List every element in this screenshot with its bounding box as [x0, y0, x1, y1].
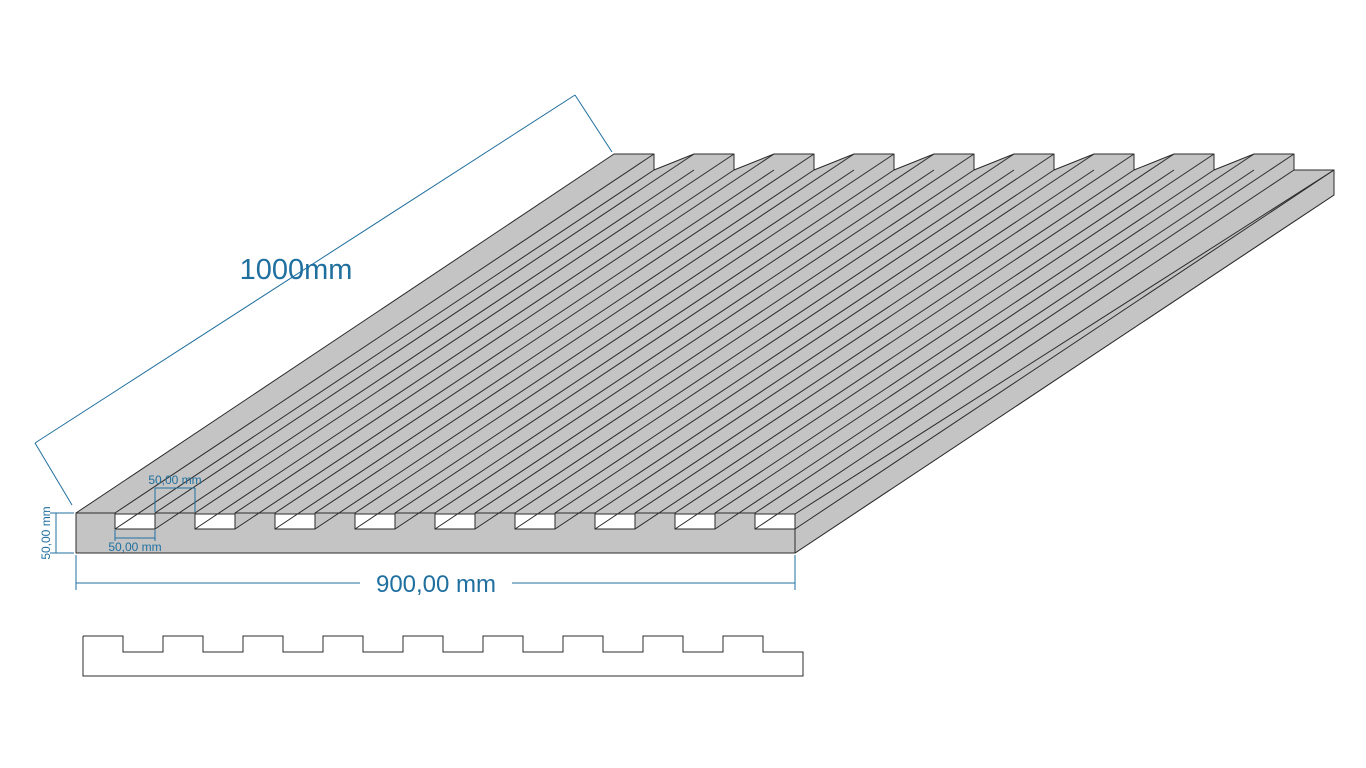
groove-top-dimension — [154, 487, 196, 512]
dimension-annotations — [34, 94, 796, 590]
groove-lines — [114, 153, 1335, 530]
length-dimension — [34, 94, 613, 506]
width-label: 900,00 mm — [376, 571, 496, 598]
groove-bottom-dimension — [114, 530, 156, 541]
height-label: 50,00 mm — [39, 506, 53, 559]
panel-isometric — [75, 153, 1335, 554]
cross-section-profile — [82, 635, 804, 677]
dimension-labels: 1000mm 900,00 mm 50,00 mm 50,00 mm 50,00… — [39, 254, 496, 598]
groove-bottom-label: 50,00 mm — [108, 540, 161, 554]
height-dimension — [50, 512, 74, 554]
width-dimension — [75, 555, 796, 590]
panel-front-face — [75, 512, 796, 554]
length-label: 1000mm — [240, 254, 353, 286]
groove-top-label: 50,00 mm — [148, 473, 201, 487]
